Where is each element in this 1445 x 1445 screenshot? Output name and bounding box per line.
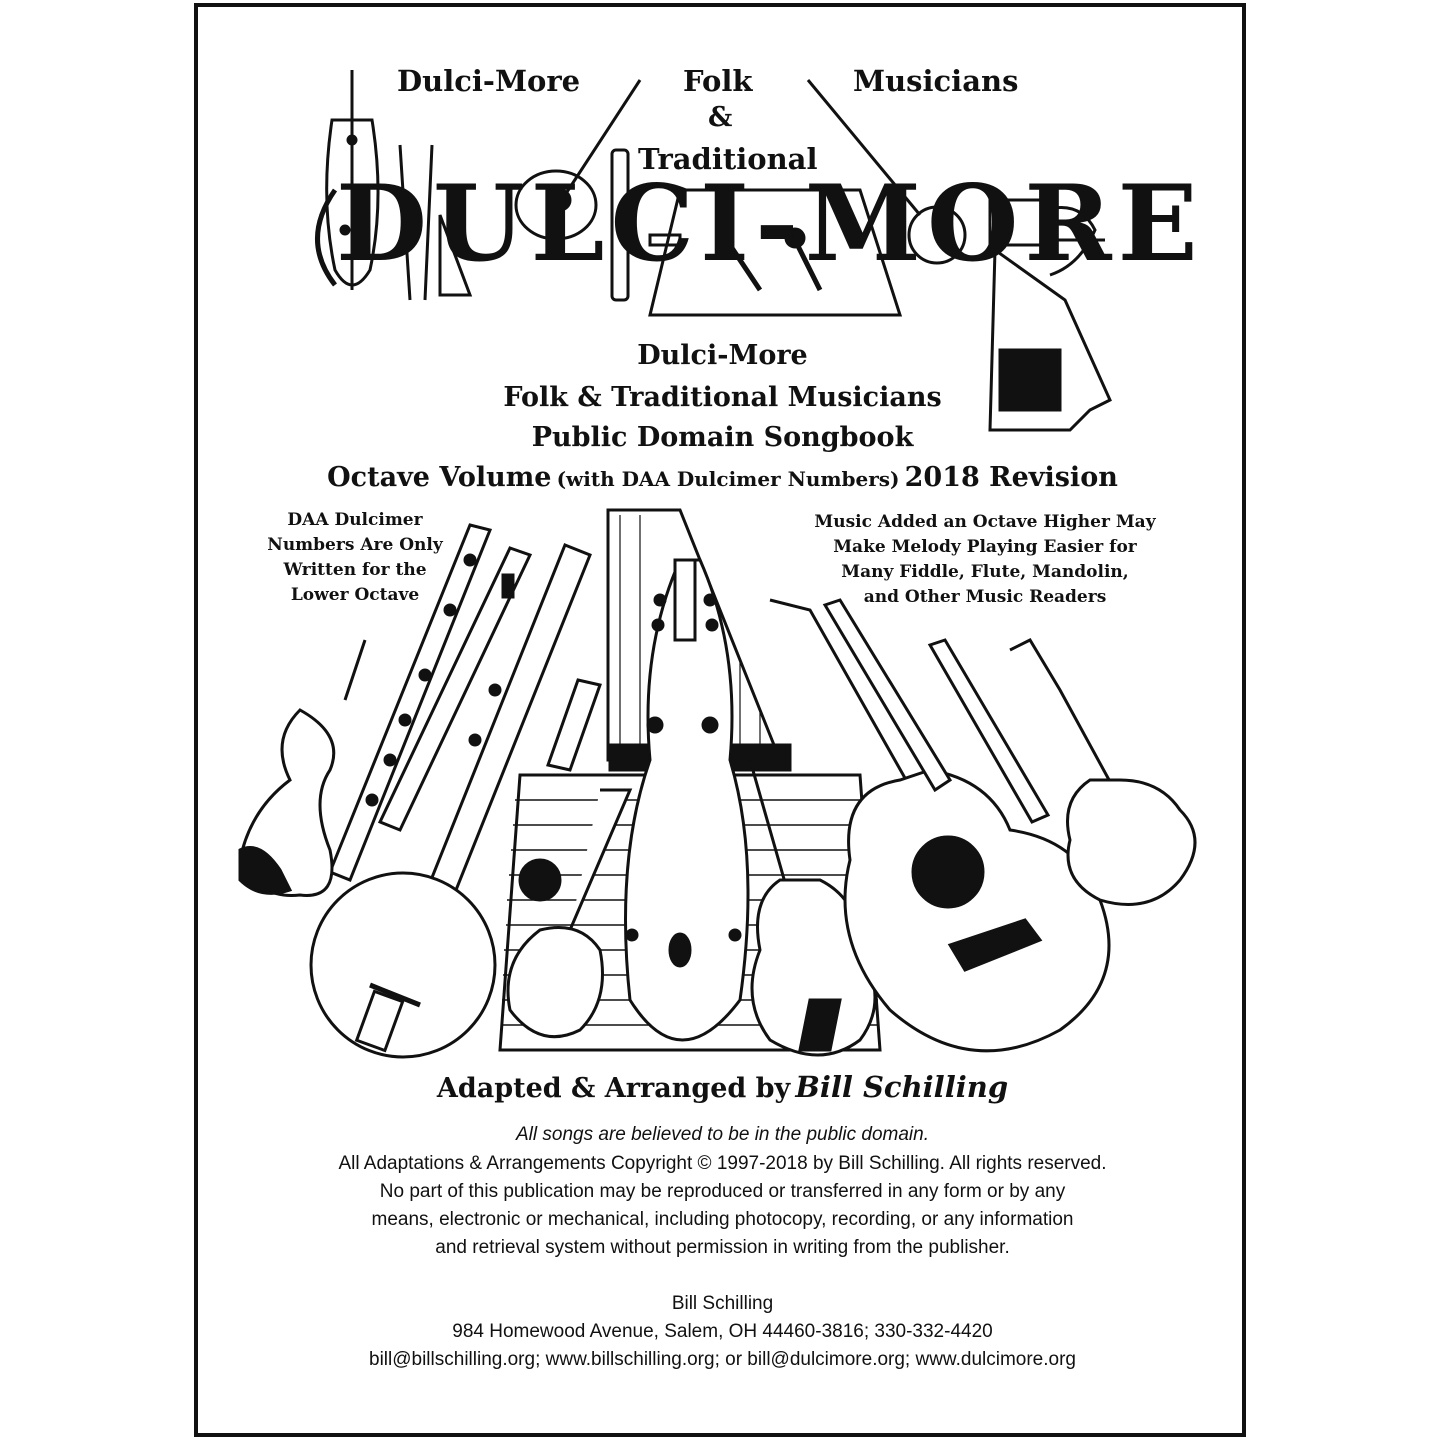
left-note-line: Written for the (283, 560, 427, 580)
title-line1: Dulci-More (637, 340, 808, 371)
title-line2: Folk & Traditional Musicians (503, 382, 942, 413)
credit-line: Adapted & Arranged by Bill Schilling (0, 1070, 1445, 1104)
rights-line1: No part of this publication may be repro… (379, 1181, 1066, 1202)
left-note-line: DAA Dulcimer (287, 510, 423, 530)
right-note-line: Make Melody Playing Easier for (833, 537, 1137, 557)
copyright: All Adaptations & Arrangements Copyright… (338, 1153, 1107, 1174)
right-note: Music Added an Octave Higher May Make Me… (780, 510, 1190, 610)
volume-title: Octave Volume (327, 462, 552, 493)
revision-label: 2018 Revision (904, 462, 1118, 493)
header-amp: & (708, 102, 733, 133)
header-center2: Traditional (638, 142, 818, 176)
credit-prefix: Adapted & Arranged by (436, 1073, 791, 1104)
volume-line: Octave Volume (with DAA Dulcimer Numbers… (0, 462, 1445, 493)
contact-emails: bill@billschilling.org; www.billschillin… (369, 1349, 1076, 1370)
disclaimer: All songs are believed to be in the publ… (516, 1124, 929, 1145)
rights-line3: and retrieval system without permission … (435, 1237, 1010, 1258)
header-center: Folk (683, 64, 753, 98)
header-left: Dulci-More (397, 64, 581, 98)
left-note-line: Lower Octave (290, 585, 420, 605)
right-note-line: Many Fiddle, Flute, Mandolin, (841, 562, 1129, 582)
header-right: Musicians (853, 64, 1019, 98)
title-line3: Public Domain Songbook (531, 422, 914, 453)
right-note-line: Music Added an Octave Higher May (814, 512, 1156, 532)
rights-line2: means, electronic or mechanical, includi… (371, 1209, 1074, 1230)
contact-address: 984 Homewood Avenue, Salem, OH 44460-381… (452, 1321, 993, 1342)
logo-text: DULCI-MORE (336, 161, 1204, 285)
left-note-line: Numbers Are Only (267, 535, 443, 555)
volume-note: (with DAA Dulcimer Numbers) (556, 467, 900, 491)
credit-author: Bill Schilling (795, 1070, 1009, 1104)
right-note-line: and Other Music Readers (863, 587, 1107, 607)
contact-name: Bill Schilling (671, 1293, 774, 1314)
left-note: DAA Dulcimer Numbers Are Only Written fo… (240, 508, 470, 608)
